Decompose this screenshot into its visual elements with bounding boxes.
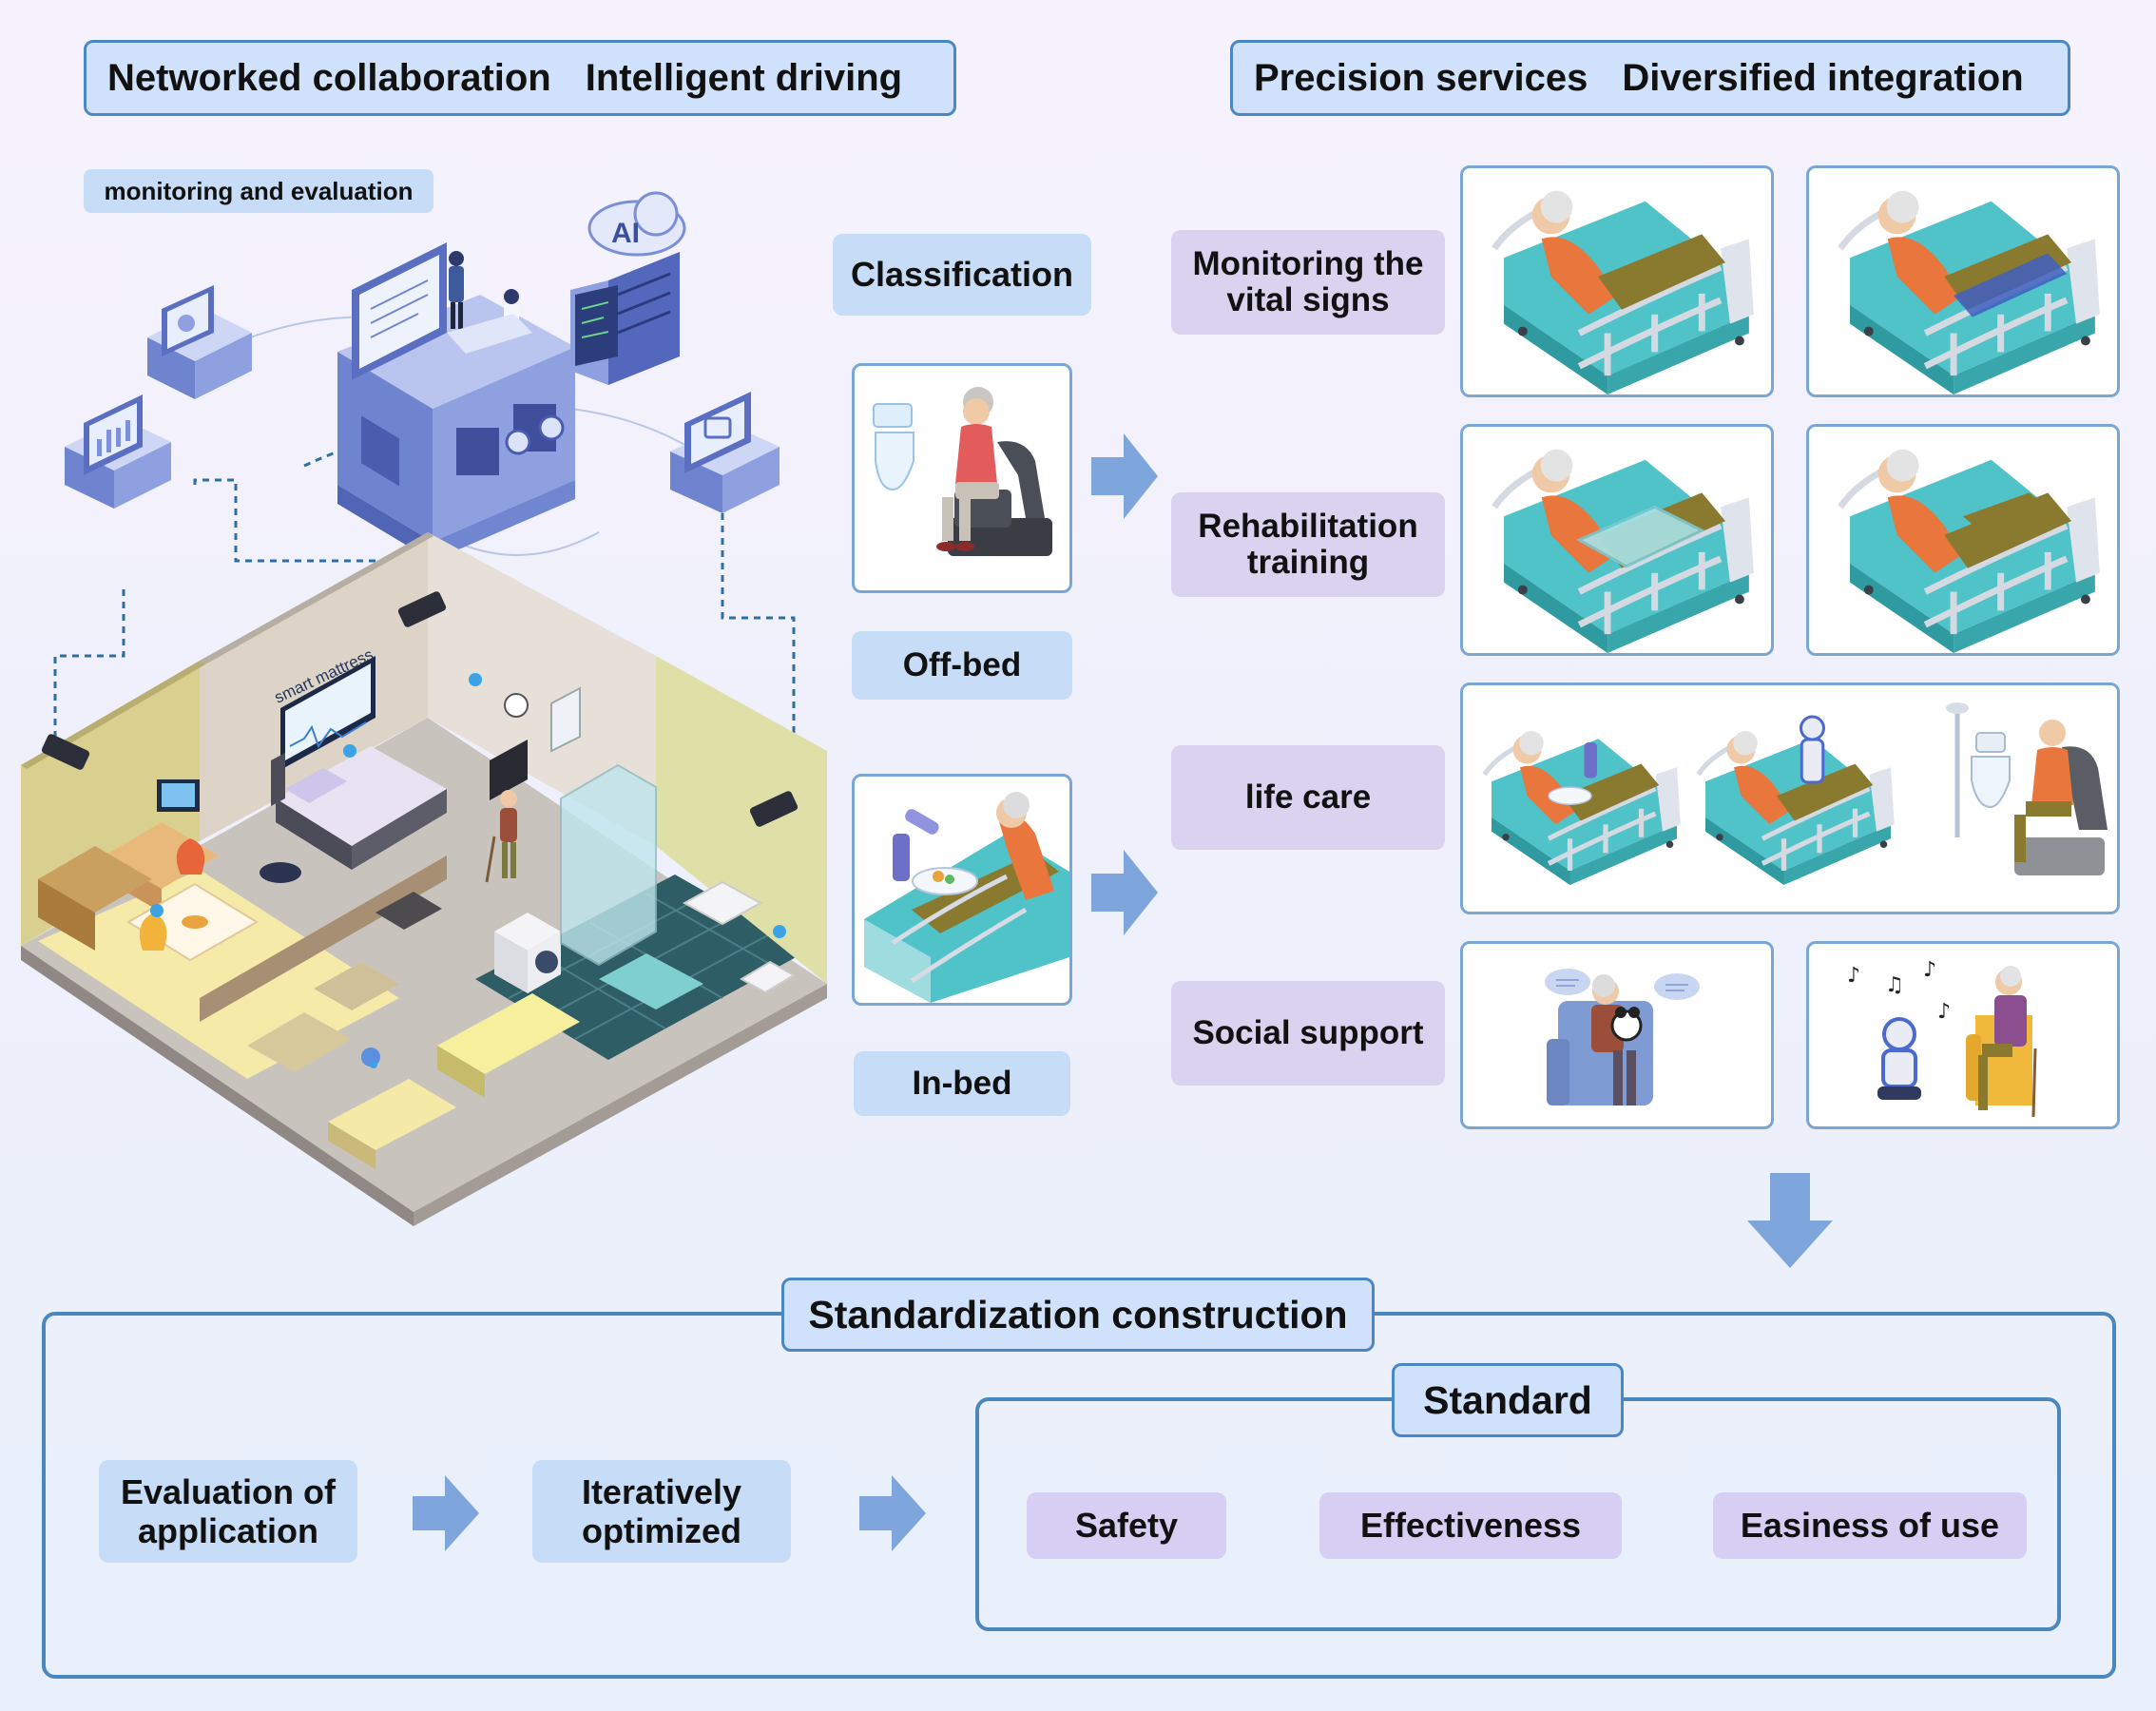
life-care-image	[1460, 682, 2120, 914]
service-label-life-care: life care	[1171, 745, 1445, 850]
service-label-rehabilitation: Rehabilitation training	[1171, 492, 1445, 597]
terminal-station-icon	[147, 285, 252, 399]
isometric-smart-home-icon: smart mattress	[21, 532, 827, 1226]
rehabilitation-image-2	[1806, 424, 2120, 656]
smart-home-network-illustration: AI	[21, 191, 827, 1226]
standardization-title: Standardization construction	[781, 1278, 1375, 1352]
social-support-image-2: ♪♫♪♪	[1806, 941, 2120, 1129]
svg-text:♪: ♪	[1923, 958, 1936, 982]
terminal-station-chart-icon	[65, 394, 171, 509]
ai-cloud-server-icon: AI	[570, 191, 686, 385]
monitoring-evaluation-tag: monitoring and evaluation	[84, 169, 433, 213]
off-bed-image	[852, 363, 1072, 593]
vital-signs-image-1	[1460, 165, 1774, 397]
standard-title: Standard	[1392, 1363, 1624, 1437]
rehabilitation-image-1	[1460, 424, 1774, 656]
svg-text:♪: ♪	[1847, 964, 1860, 988]
ai-label: AI	[611, 218, 640, 249]
service-label-social-support: Social support	[1171, 981, 1445, 1086]
header-precision-diversified: Precision services Diversified integrati…	[1230, 40, 2070, 116]
vital-signs-image-2	[1806, 165, 2120, 397]
in-bed-label: In-bed	[854, 1051, 1070, 1116]
svg-text:♫: ♫	[1885, 973, 1904, 997]
header-networked-collaboration: Networked collaboration	[107, 56, 551, 99]
criterion-effectiveness: Effectiveness	[1319, 1492, 1622, 1559]
terminal-station-medical-icon	[670, 392, 780, 513]
header-diversified-integration: Diversified integration	[1622, 56, 2024, 99]
header-networked-intelligent: Networked collaboration Intelligent driv…	[84, 40, 956, 116]
evaluation-of-application-box: Evaluation of application	[99, 1460, 357, 1563]
iteratively-optimized-box: Iteratively optimized	[532, 1460, 791, 1563]
social-support-image-1	[1460, 941, 1774, 1129]
server-building-icon	[337, 242, 575, 561]
svg-text:♪: ♪	[1937, 1000, 1951, 1024]
header-precision-services: Precision services	[1254, 56, 1588, 99]
off-bed-label: Off-bed	[852, 631, 1072, 700]
service-label-vital-signs: Monitoring the vital signs	[1171, 230, 1445, 335]
arrow-right-step1	[413, 1475, 479, 1551]
arrow-right-step2	[859, 1475, 926, 1551]
classification-label: Classification	[833, 234, 1091, 316]
arrow-down	[1747, 1173, 1833, 1268]
criterion-safety: Safety	[1027, 1492, 1226, 1559]
criterion-easiness-of-use: Easiness of use	[1713, 1492, 2027, 1559]
arrow-right-offbed	[1091, 433, 1158, 519]
arrow-right-inbed	[1091, 850, 1158, 935]
header-intelligent-driving: Intelligent driving	[585, 56, 903, 99]
in-bed-image	[852, 774, 1072, 1006]
